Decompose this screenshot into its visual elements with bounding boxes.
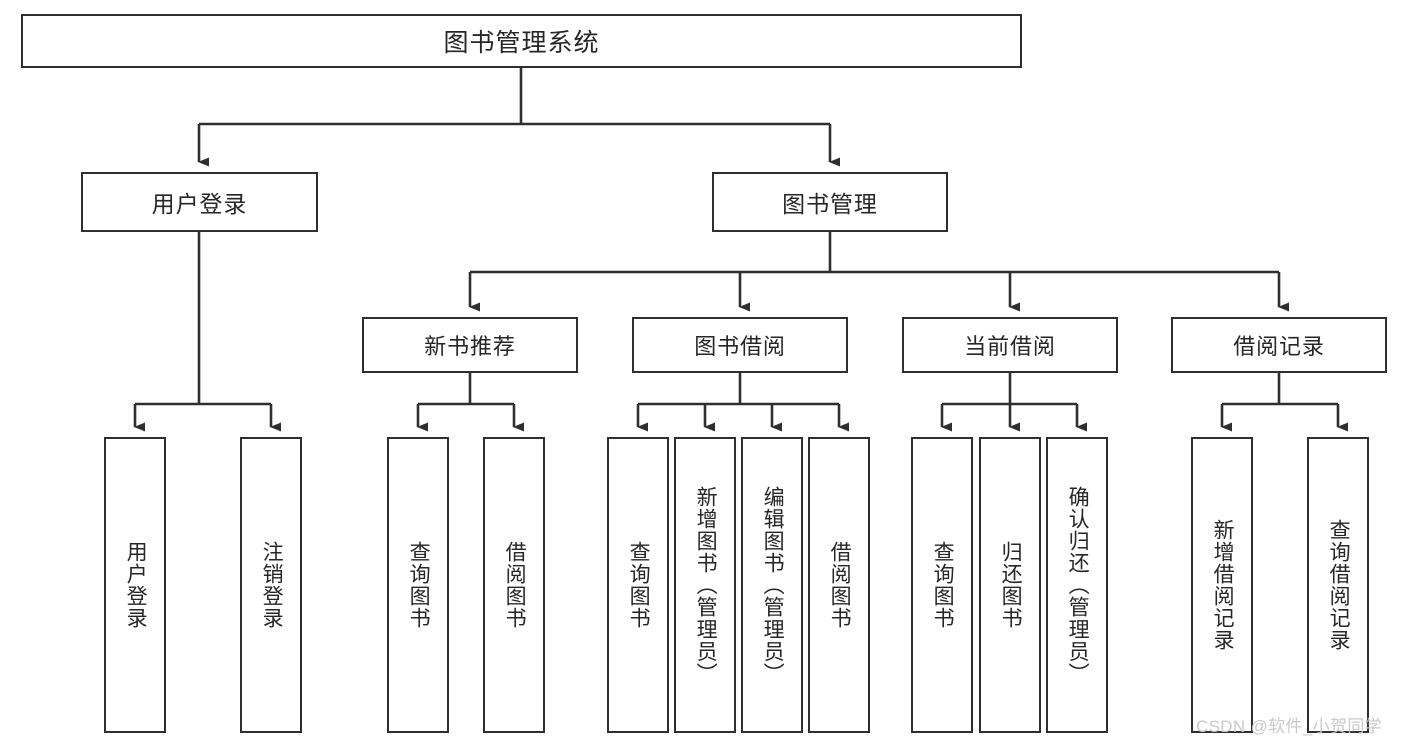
csdn-watermark: CSDN @软件_小贺同学 [1196, 717, 1383, 736]
node-new-book-recommend-label: 新书推荐 [424, 334, 516, 359]
leaf-borrow-edit-book-admin[interactable]: 编辑图书（管理员） [741, 437, 803, 733]
leaf-new-book-borrow[interactable]: 借阅图书 [483, 437, 545, 733]
leaf-current-confirm-return-admin-label: 确认归还（管理员） [1066, 485, 1090, 685]
leaf-borrow-query-book[interactable]: 查询图书 [607, 437, 669, 733]
leaf-new-book-query[interactable]: 查询图书 [387, 437, 449, 733]
node-book-management[interactable]: 图书管理 [712, 172, 948, 232]
node-borrow-record-label: 借阅记录 [1233, 334, 1325, 359]
leaf-new-book-borrow-label: 借阅图书 [503, 540, 527, 630]
leaf-current-confirm-return-admin[interactable]: 确认归还（管理员） [1046, 437, 1108, 733]
node-current-borrow-label: 当前借阅 [964, 334, 1056, 359]
node-new-book-recommend[interactable]: 新书推荐 [362, 317, 578, 373]
node-user-login-label: 用户登录 [151, 191, 248, 217]
leaf-record-add-label: 新增借阅记录 [1211, 518, 1235, 652]
leaf-borrow-edit-book-admin-label: 编辑图书（管理员） [761, 485, 785, 685]
node-book-borrow[interactable]: 图书借阅 [632, 317, 848, 373]
leaf-current-return-book[interactable]: 归还图书 [979, 437, 1041, 733]
leaf-record-query-label: 查询借阅记录 [1327, 518, 1351, 652]
leaf-borrow-borrow-book-label: 借阅图书 [828, 540, 852, 630]
node-current-borrow[interactable]: 当前借阅 [902, 317, 1118, 373]
leaf-user-login-signout-label: 注销登录 [260, 540, 284, 630]
leaf-current-query-book-label: 查询图书 [931, 540, 955, 630]
node-borrow-record[interactable]: 借阅记录 [1171, 317, 1387, 373]
leaf-borrow-add-book-admin[interactable]: 新增图书（管理员） [674, 437, 736, 733]
leaf-user-login-signout[interactable]: 注销登录 [240, 437, 302, 733]
node-root-system[interactable]: 图书管理系统 [21, 14, 1022, 68]
leaf-user-login-signin[interactable]: 用户登录 [104, 437, 166, 733]
leaf-current-query-book[interactable]: 查询图书 [911, 437, 973, 733]
leaf-record-query[interactable]: 查询借阅记录 [1307, 437, 1369, 733]
node-user-login[interactable]: 用户登录 [81, 172, 318, 232]
leaf-new-book-query-label: 查询图书 [407, 540, 431, 630]
leaf-user-login-signin-label: 用户登录 [124, 540, 148, 630]
node-book-borrow-label: 图书借阅 [694, 334, 786, 359]
leaf-record-add[interactable]: 新增借阅记录 [1191, 437, 1253, 733]
leaf-borrow-add-book-admin-label: 新增图书（管理员） [694, 485, 718, 685]
leaf-borrow-query-book-label: 查询图书 [627, 540, 651, 630]
node-book-management-label: 图书管理 [782, 191, 878, 217]
leaf-borrow-borrow-book[interactable]: 借阅图书 [808, 437, 870, 733]
node-root-system-label: 图书管理系统 [443, 29, 600, 57]
leaf-current-return-book-label: 归还图书 [999, 540, 1023, 630]
